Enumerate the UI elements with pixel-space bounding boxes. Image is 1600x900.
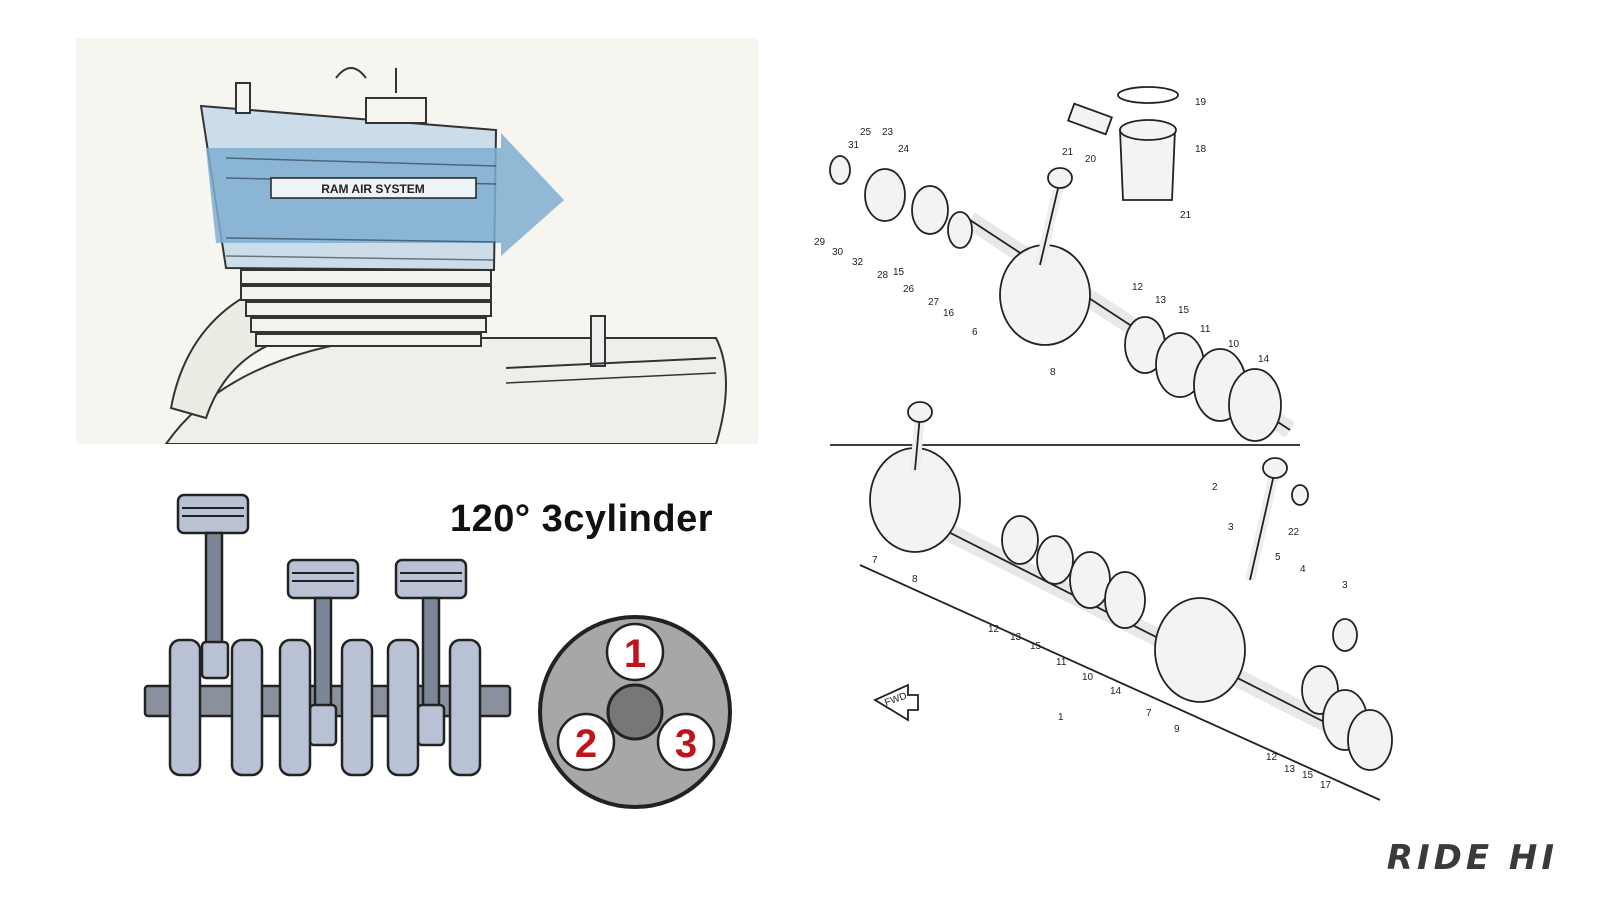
svg-text:13: 13 — [1010, 632, 1022, 643]
svg-text:21: 21 — [1180, 210, 1192, 221]
end-bearing — [1347, 709, 1393, 771]
svg-text:21: 21 — [1062, 147, 1074, 158]
stand-post — [590, 315, 606, 367]
head-fittings — [235, 67, 427, 124]
rod-3 — [421, 596, 441, 715]
svg-text:12: 12 — [988, 624, 1000, 635]
svg-text:20: 20 — [1085, 154, 1097, 165]
cylinder-number-1: 1 — [624, 632, 646, 676]
svg-text:9: 9 — [1174, 724, 1180, 735]
crank-diagram-title: 120° 3cylinder — [450, 498, 714, 540]
web-2b — [340, 638, 374, 777]
svg-text:6: 6 — [972, 327, 978, 338]
svg-text:18: 18 — [1195, 144, 1207, 155]
svg-text:10: 10 — [1082, 672, 1094, 683]
top-conrod-eye — [1047, 167, 1073, 189]
svg-text:27: 27 — [928, 297, 940, 308]
svg-text:23: 23 — [882, 127, 894, 138]
crankshaft-drawing: 1 2 3 — [143, 493, 732, 809]
svg-text:19: 19 — [1195, 97, 1207, 108]
web-1a — [168, 638, 202, 777]
svg-text:7: 7 — [872, 555, 878, 566]
svg-text:16: 16 — [943, 308, 955, 319]
engine-drawing: RAM AIR SYSTEM — [164, 67, 727, 444]
rod-2 — [313, 596, 333, 715]
svg-text:11: 11 — [1056, 657, 1067, 668]
svg-text:12: 12 — [1266, 752, 1278, 763]
svg-text:26: 26 — [903, 284, 915, 295]
crankpin-3 — [416, 703, 446, 747]
top-bearing — [911, 185, 949, 235]
cylinder-fins — [240, 269, 492, 347]
svg-text:15: 15 — [893, 267, 905, 278]
svg-text:29: 29 — [814, 237, 826, 248]
svg-text:15: 15 — [1178, 305, 1190, 316]
ride-hi-logo: RIDE HI — [1386, 838, 1558, 878]
svg-text:15: 15 — [1302, 770, 1314, 781]
bottom-part-labels: 2 22 3 5 4 3 7 8 12 13 15 11 10 14 7 9 1… — [872, 482, 1348, 791]
svg-text:22: 22 — [1288, 527, 1300, 538]
svg-text:8: 8 — [912, 574, 918, 585]
svg-text:32: 32 — [852, 257, 864, 268]
web-3b — [448, 638, 482, 777]
svg-text:5: 5 — [1275, 552, 1281, 563]
svg-text:17: 17 — [1320, 780, 1332, 791]
rod-1 — [204, 531, 224, 650]
svg-text:31: 31 — [848, 140, 860, 151]
web-1b — [230, 638, 264, 777]
bottom-flywheel-right — [1154, 597, 1246, 703]
svg-text:15: 15 — [1030, 641, 1042, 652]
banner-text: RAM AIR SYSTEM — [321, 182, 425, 196]
svg-text:2: 2 — [1212, 482, 1218, 493]
banner-plate — [270, 177, 477, 199]
svg-text:13: 13 — [1155, 295, 1167, 306]
crank-diagram: 1 2 3 — [140, 480, 760, 840]
top-part-labels: 19 18 21 20 21 25 23 31 24 29 30 32 28 1… — [814, 97, 1270, 378]
svg-text:1: 1 — [1058, 712, 1064, 723]
svg-text:11: 11 — [1200, 324, 1211, 335]
crankpin-2 — [308, 703, 338, 747]
svg-text:8: 8 — [1050, 367, 1056, 378]
cylinder-number-3: 3 — [675, 722, 697, 766]
web-2a — [278, 638, 312, 777]
firing-order-disc: 1 2 3 — [538, 615, 732, 809]
piston-3 — [394, 558, 468, 600]
svg-text:7: 7 — [1146, 708, 1152, 719]
cylinder-number-2: 2 — [575, 722, 597, 766]
svg-text:13: 13 — [1284, 764, 1296, 775]
svg-text:14: 14 — [1258, 354, 1270, 365]
piston-2 — [286, 558, 360, 600]
svg-text:28: 28 — [877, 270, 889, 281]
exploded-drawing: FWD 19 18 21 20 21 25 23 31 24 29 30 32 … — [814, 86, 1393, 801]
svg-text:4: 4 — [1300, 564, 1306, 575]
engine-illustration: RAM AIR SYSTEM — [76, 38, 758, 444]
piston-1 — [176, 493, 250, 535]
disc-hub — [606, 683, 664, 741]
svg-text:14: 14 — [1110, 686, 1122, 697]
svg-text:12: 12 — [1132, 282, 1144, 293]
piston-ring — [1117, 86, 1179, 104]
fwd-marker — [873, 683, 919, 722]
crankpin-1 — [200, 640, 230, 680]
web-3a — [386, 638, 420, 777]
crankshaft-exploded-view: FWD 19 18 21 20 21 25 23 31 24 29 30 32 … — [800, 60, 1410, 840]
svg-text:10: 10 — [1228, 339, 1240, 350]
gear — [864, 168, 906, 222]
svg-text:3: 3 — [1342, 580, 1348, 591]
svg-text:25: 25 — [860, 127, 872, 138]
svg-text:30: 30 — [832, 247, 844, 258]
svg-text:24: 24 — [898, 144, 910, 155]
svg-text:3: 3 — [1228, 522, 1234, 533]
piston-pin — [1066, 102, 1114, 136]
